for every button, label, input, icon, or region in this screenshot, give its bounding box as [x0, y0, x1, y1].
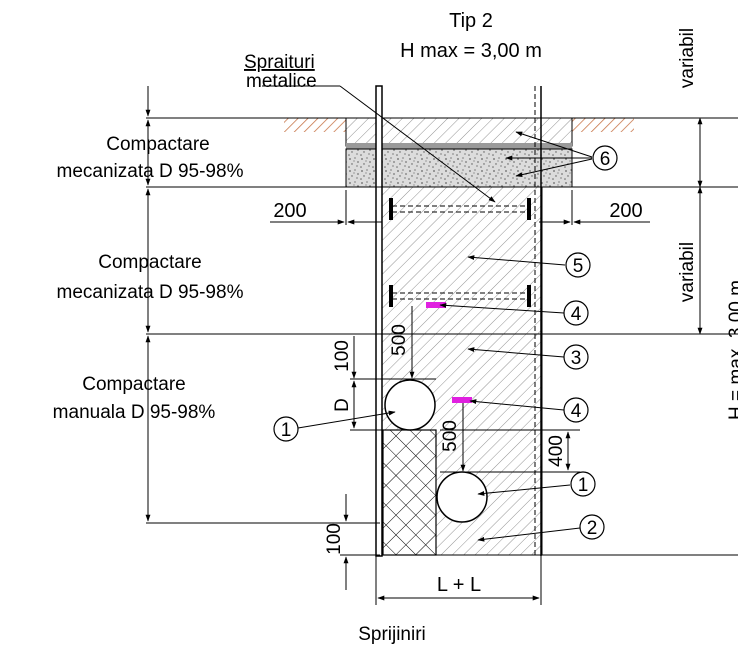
leader-lines	[262, 85, 593, 542]
svg-text:4: 4	[571, 304, 582, 325]
struts-label-line2: metalice	[246, 71, 317, 92]
dim-height-total: H = max. 3,00 m	[726, 280, 738, 420]
compaction-top-line1: Compactare	[106, 134, 210, 155]
callout-1-upper: 1	[273, 416, 299, 442]
dim-width: L + L	[437, 574, 481, 596]
dim-pipe-diameter: D	[332, 398, 353, 412]
compaction-bottom-line2: manuala D 95-98%	[53, 402, 216, 423]
svg-text:1: 1	[578, 475, 589, 496]
svg-text:1: 1	[281, 420, 292, 441]
ground-surface	[284, 118, 634, 132]
callout-5: 5	[565, 252, 591, 278]
svg-text:5: 5	[573, 256, 584, 277]
metal-struts	[389, 198, 531, 307]
dim-clearance-500-lower: 500	[440, 420, 461, 452]
dim-right-offset: 200	[609, 200, 642, 222]
dim-left-offset: 200	[273, 200, 306, 222]
dim-pipe-cover: 100	[332, 340, 353, 372]
dim-bedding: 100	[324, 523, 345, 555]
callout-2: 2	[579, 514, 605, 540]
warning-tapes	[426, 302, 472, 403]
dim-clearance-400: 400	[546, 435, 567, 467]
compaction-middle-line2: mecanizata D 95-98%	[57, 282, 244, 303]
compaction-middle-line1: Compactare	[98, 252, 202, 273]
shoring-walls	[375, 85, 542, 557]
callout-markers: 6 5 4 3 4 1 1 2	[273, 145, 618, 540]
svg-text:4: 4	[571, 401, 582, 422]
dim-variable-top: variabil	[677, 28, 698, 88]
pipe-lower	[436, 471, 488, 523]
text-labels: Tip 2 H max = 3,00 m Spraituri metalice …	[53, 10, 738, 645]
callout-3: 3	[563, 344, 589, 370]
max-height-label: H max = 3,00 m	[400, 40, 542, 62]
dimension-lines	[145, 86, 703, 601]
pipes	[384, 379, 488, 523]
pavement-layers	[345, 117, 573, 188]
type-label: Tip 2	[449, 10, 493, 32]
callout-6: 6	[592, 145, 618, 171]
callout-4-upper: 4	[563, 300, 589, 326]
svg-text:6: 6	[600, 149, 611, 170]
dim-variable-middle: variabil	[677, 242, 698, 302]
shoring-label: Sprijiniri	[358, 624, 426, 645]
trench-fill	[379, 186, 543, 556]
dim-clearance-500-upper: 500	[389, 324, 410, 356]
compaction-top-line2: mecanizata D 95-98%	[57, 161, 244, 182]
svg-text:3: 3	[571, 348, 582, 369]
svg-text:2: 2	[587, 518, 598, 539]
callout-1-lower: 1	[570, 471, 596, 497]
struts-label-line1: Spraituri	[244, 52, 315, 73]
callout-4-lower: 4	[563, 397, 589, 423]
pipe-upper	[384, 379, 436, 431]
compaction-bottom-line1: Compactare	[82, 374, 186, 395]
